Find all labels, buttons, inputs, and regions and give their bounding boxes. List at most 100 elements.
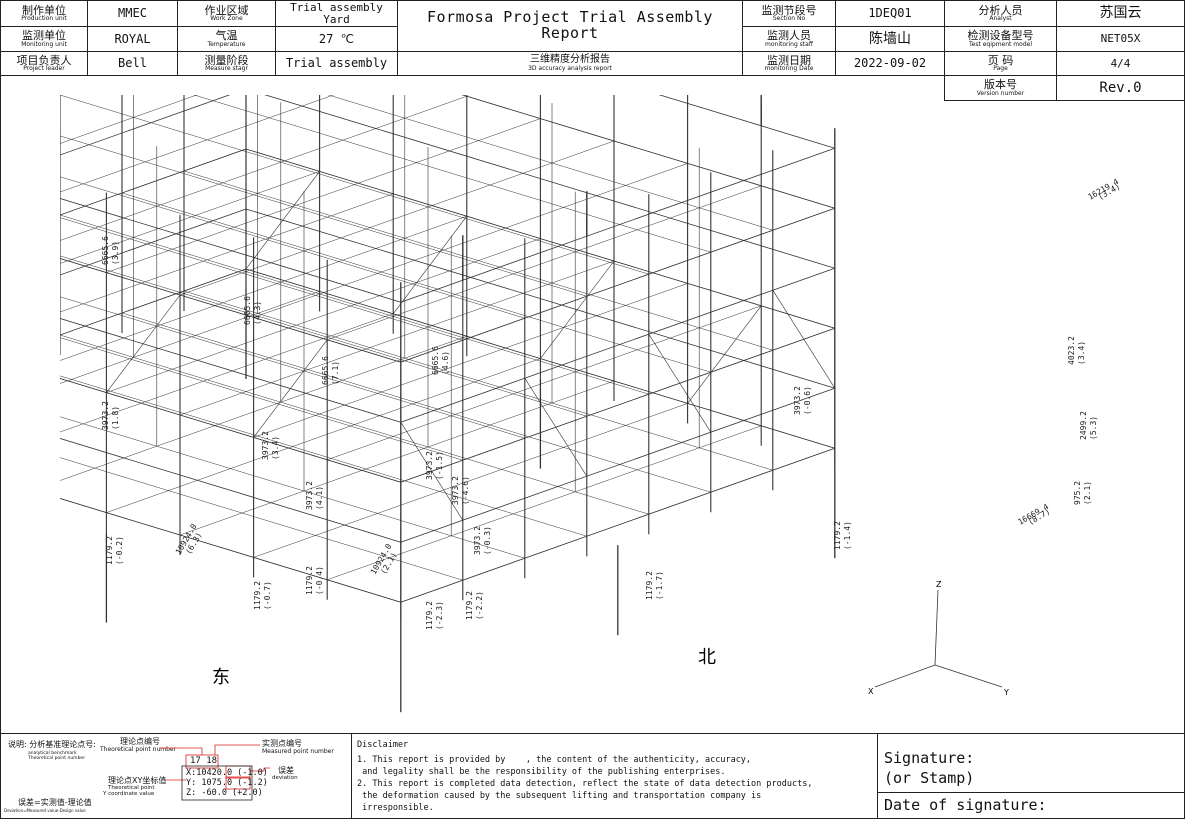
- axis-z-label: Z: [936, 580, 942, 589]
- assembly-drawing: 6665.6(3.9)6665.6(4.3)6665.6(7.1)6665.6(…: [60, 95, 1122, 713]
- disclaimer-line-5: irresponsible.: [357, 803, 434, 813]
- test-equipment-label: 检测设备型号 Test eqipment model: [944, 26, 1057, 52]
- label-en: Project leader: [23, 65, 65, 73]
- deviation-label: 误差: [278, 766, 294, 775]
- disclaimer-line-3: 2. This report is completed data detecti…: [357, 779, 813, 789]
- frame-member: [253, 403, 688, 558]
- frame-member: [524, 378, 588, 477]
- frame-member: [245, 208, 835, 389]
- label-en: monitoring staff: [765, 40, 813, 48]
- label-en: Test eqipment model: [969, 40, 1032, 48]
- dimension-deviation: (-0.7): [263, 581, 272, 610]
- dimension-value: 6665.6: [431, 346, 440, 375]
- dimension-deviation: (-1.4): [843, 521, 852, 550]
- frame-member: [60, 334, 649, 515]
- disclaimer-line-1: 1. This report is provided by , the cont…: [357, 755, 752, 765]
- theoretical-point-en: Theoretical point number: [100, 746, 177, 753]
- section-no-value: 1DEQ01: [835, 0, 945, 27]
- frame-member: [60, 258, 401, 363]
- frame-member: [183, 170, 773, 351]
- frame-member: [253, 163, 688, 318]
- dimension-deviation: (1.8): [111, 406, 120, 430]
- report-title: Formosa Project Trial Assembly Report: [397, 0, 743, 52]
- frame-member: [60, 498, 401, 603]
- legend-row-z: Z: -60.0 (+2.0): [186, 788, 263, 798]
- dimension-deviation: (-4.6): [461, 476, 470, 505]
- legend-point-ids: 17 18: [190, 756, 218, 766]
- label-en: Analyst: [989, 15, 1012, 23]
- frame-member: [327, 425, 762, 581]
- frame-member: [253, 339, 328, 438]
- frame-member: [327, 185, 762, 341]
- frame-member: [400, 207, 835, 363]
- frame-member: [400, 447, 835, 603]
- dimension-deviation: (-0.3): [483, 526, 492, 555]
- dimension-deviation: (-0.4): [315, 566, 324, 595]
- frame-member: [60, 296, 525, 439]
- legend-row-y: Y: 1075.0 (-1.2): [186, 778, 268, 788]
- frame-member: [60, 95, 198, 144]
- theoretical-point-label: 理论点编号: [120, 737, 160, 746]
- dimension-deviation: (-1.5): [435, 451, 444, 480]
- frame-member: [60, 217, 463, 341]
- project-leader-label: 项目负责人 Project leader: [0, 51, 88, 76]
- direction-north: 北: [698, 647, 716, 668]
- dimension-value: 3973.2: [425, 451, 434, 480]
- frame-member: [60, 438, 401, 543]
- label-cn: 监测单位: [22, 29, 66, 43]
- disclaimer-line-4: the deformation caused by the subsequent…: [357, 791, 762, 801]
- frame-member: [60, 95, 61, 96]
- label-cn: 项目负责人: [16, 53, 72, 67]
- dimension-value: 1179.2: [645, 571, 654, 600]
- frame-member: [400, 387, 835, 543]
- frame-member: [245, 148, 835, 329]
- dimension-value: 6665.6: [321, 356, 330, 385]
- monitoring-unit-label: 监测单位 Monitoring unit: [0, 26, 88, 52]
- frame-member: [60, 498, 401, 603]
- frame-member: [193, 95, 711, 253]
- frame-member: [60, 375, 587, 537]
- dimension-deviation: (2.1): [1083, 481, 1092, 505]
- frame-member: [400, 327, 835, 483]
- label-en: Temperature: [207, 40, 246, 48]
- steel-structure: [60, 95, 836, 713]
- frame-member: [658, 95, 835, 149]
- dimension-deviation: (3.9): [111, 241, 120, 265]
- frame-member: [253, 283, 688, 438]
- analyst-label: 分析人员 Analyst: [944, 0, 1057, 27]
- report-title-text: Formosa Project Trial Assembly Report: [427, 8, 713, 42]
- frame-member: [327, 305, 762, 461]
- dimension-value: 1179.2: [833, 521, 842, 550]
- dimension-value: 3973.2: [473, 526, 482, 555]
- dimension-value: 3973.2: [305, 481, 314, 510]
- dimension-value: 3973.2: [261, 431, 270, 460]
- frame-member: [60, 255, 587, 417]
- legend-row-x: X:10420.0 (-1.0): [186, 768, 268, 778]
- dimension-value: 4023.2: [1067, 336, 1076, 365]
- deviation-formula: 误差=实测值-理论值: [18, 798, 92, 807]
- temperature-label: 气温 Temperature: [177, 26, 276, 52]
- label-en: Measure stagr: [205, 65, 248, 73]
- coordinate-axes: [874, 589, 1003, 688]
- dimension-deviation: (-2.2): [475, 591, 484, 620]
- label-en: Page: [993, 65, 1008, 73]
- label-cn: 测量阶段: [204, 53, 249, 67]
- axis-x-label: X: [868, 687, 874, 696]
- signature-date-label: Date of signature:: [884, 796, 1047, 814]
- frame-member: [60, 193, 394, 313]
- frame-member: [60, 215, 467, 361]
- label-en: Monitoring unit: [21, 40, 67, 48]
- frame-member: [400, 267, 835, 423]
- dimension-value: 6665.6: [243, 296, 252, 325]
- frame-member: [60, 208, 247, 276]
- xy-coordinate-en1: Theoretical point: [108, 785, 155, 791]
- label-cn: 气温: [215, 29, 238, 43]
- frame-member: [183, 290, 773, 471]
- xy-coordinate-label: 理论点XY坐标值: [108, 776, 167, 785]
- frame-member: [179, 380, 615, 536]
- dimension-deviation: (5.3): [1089, 416, 1098, 440]
- frame-member: [60, 291, 320, 384]
- monitoring-date-value: 2022-09-02: [835, 51, 945, 76]
- measured-point-label: 实测点编号: [262, 739, 302, 748]
- legend-title-en2: Theoretical point number: [28, 756, 86, 761]
